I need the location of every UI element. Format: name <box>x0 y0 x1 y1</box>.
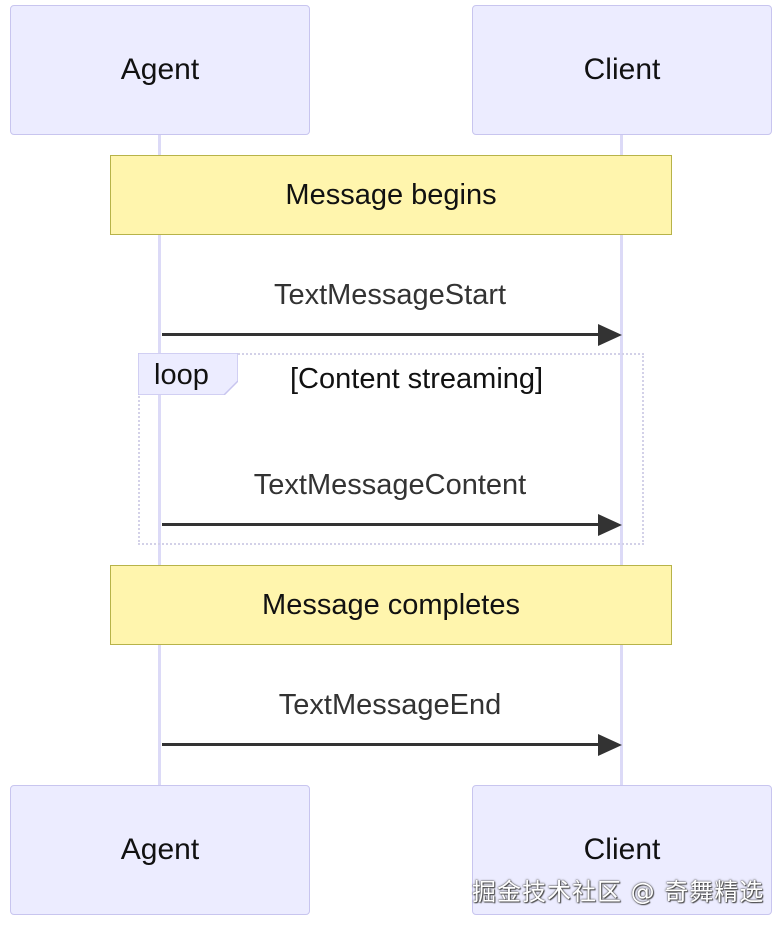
client-actor-top: Client <box>472 5 772 135</box>
arrowhead-end <box>598 734 622 756</box>
agent-actor-top: Agent <box>10 5 310 135</box>
loop-keyword: loop <box>154 359 209 391</box>
message-label-end: TextMessageEnd <box>278 689 502 721</box>
client-actor-bottom: Client <box>472 785 772 915</box>
client-lifeline <box>620 134 623 786</box>
agent-actor-bottom: Agent <box>10 785 310 915</box>
message-arrow-end <box>162 743 600 746</box>
note-message-begins: Message begins <box>110 155 672 235</box>
loop-frame <box>138 353 644 545</box>
message-label-content: TextMessageContent <box>253 469 527 501</box>
agent-lifeline <box>158 134 161 786</box>
message-arrow-start <box>162 333 600 336</box>
loop-condition: [Content streaming] <box>290 363 544 395</box>
message-arrow-content <box>162 523 600 526</box>
arrowhead-content <box>598 514 622 536</box>
message-label-start: TextMessageStart <box>273 279 507 311</box>
loop-label-tab: loop <box>138 353 238 395</box>
note-message-completes: Message completes <box>110 565 672 645</box>
loop-tab-shape <box>138 353 238 395</box>
watermark-text: 掘金技术社区 @ 奇舞精选 <box>472 878 765 906</box>
arrowhead-start <box>598 324 622 346</box>
